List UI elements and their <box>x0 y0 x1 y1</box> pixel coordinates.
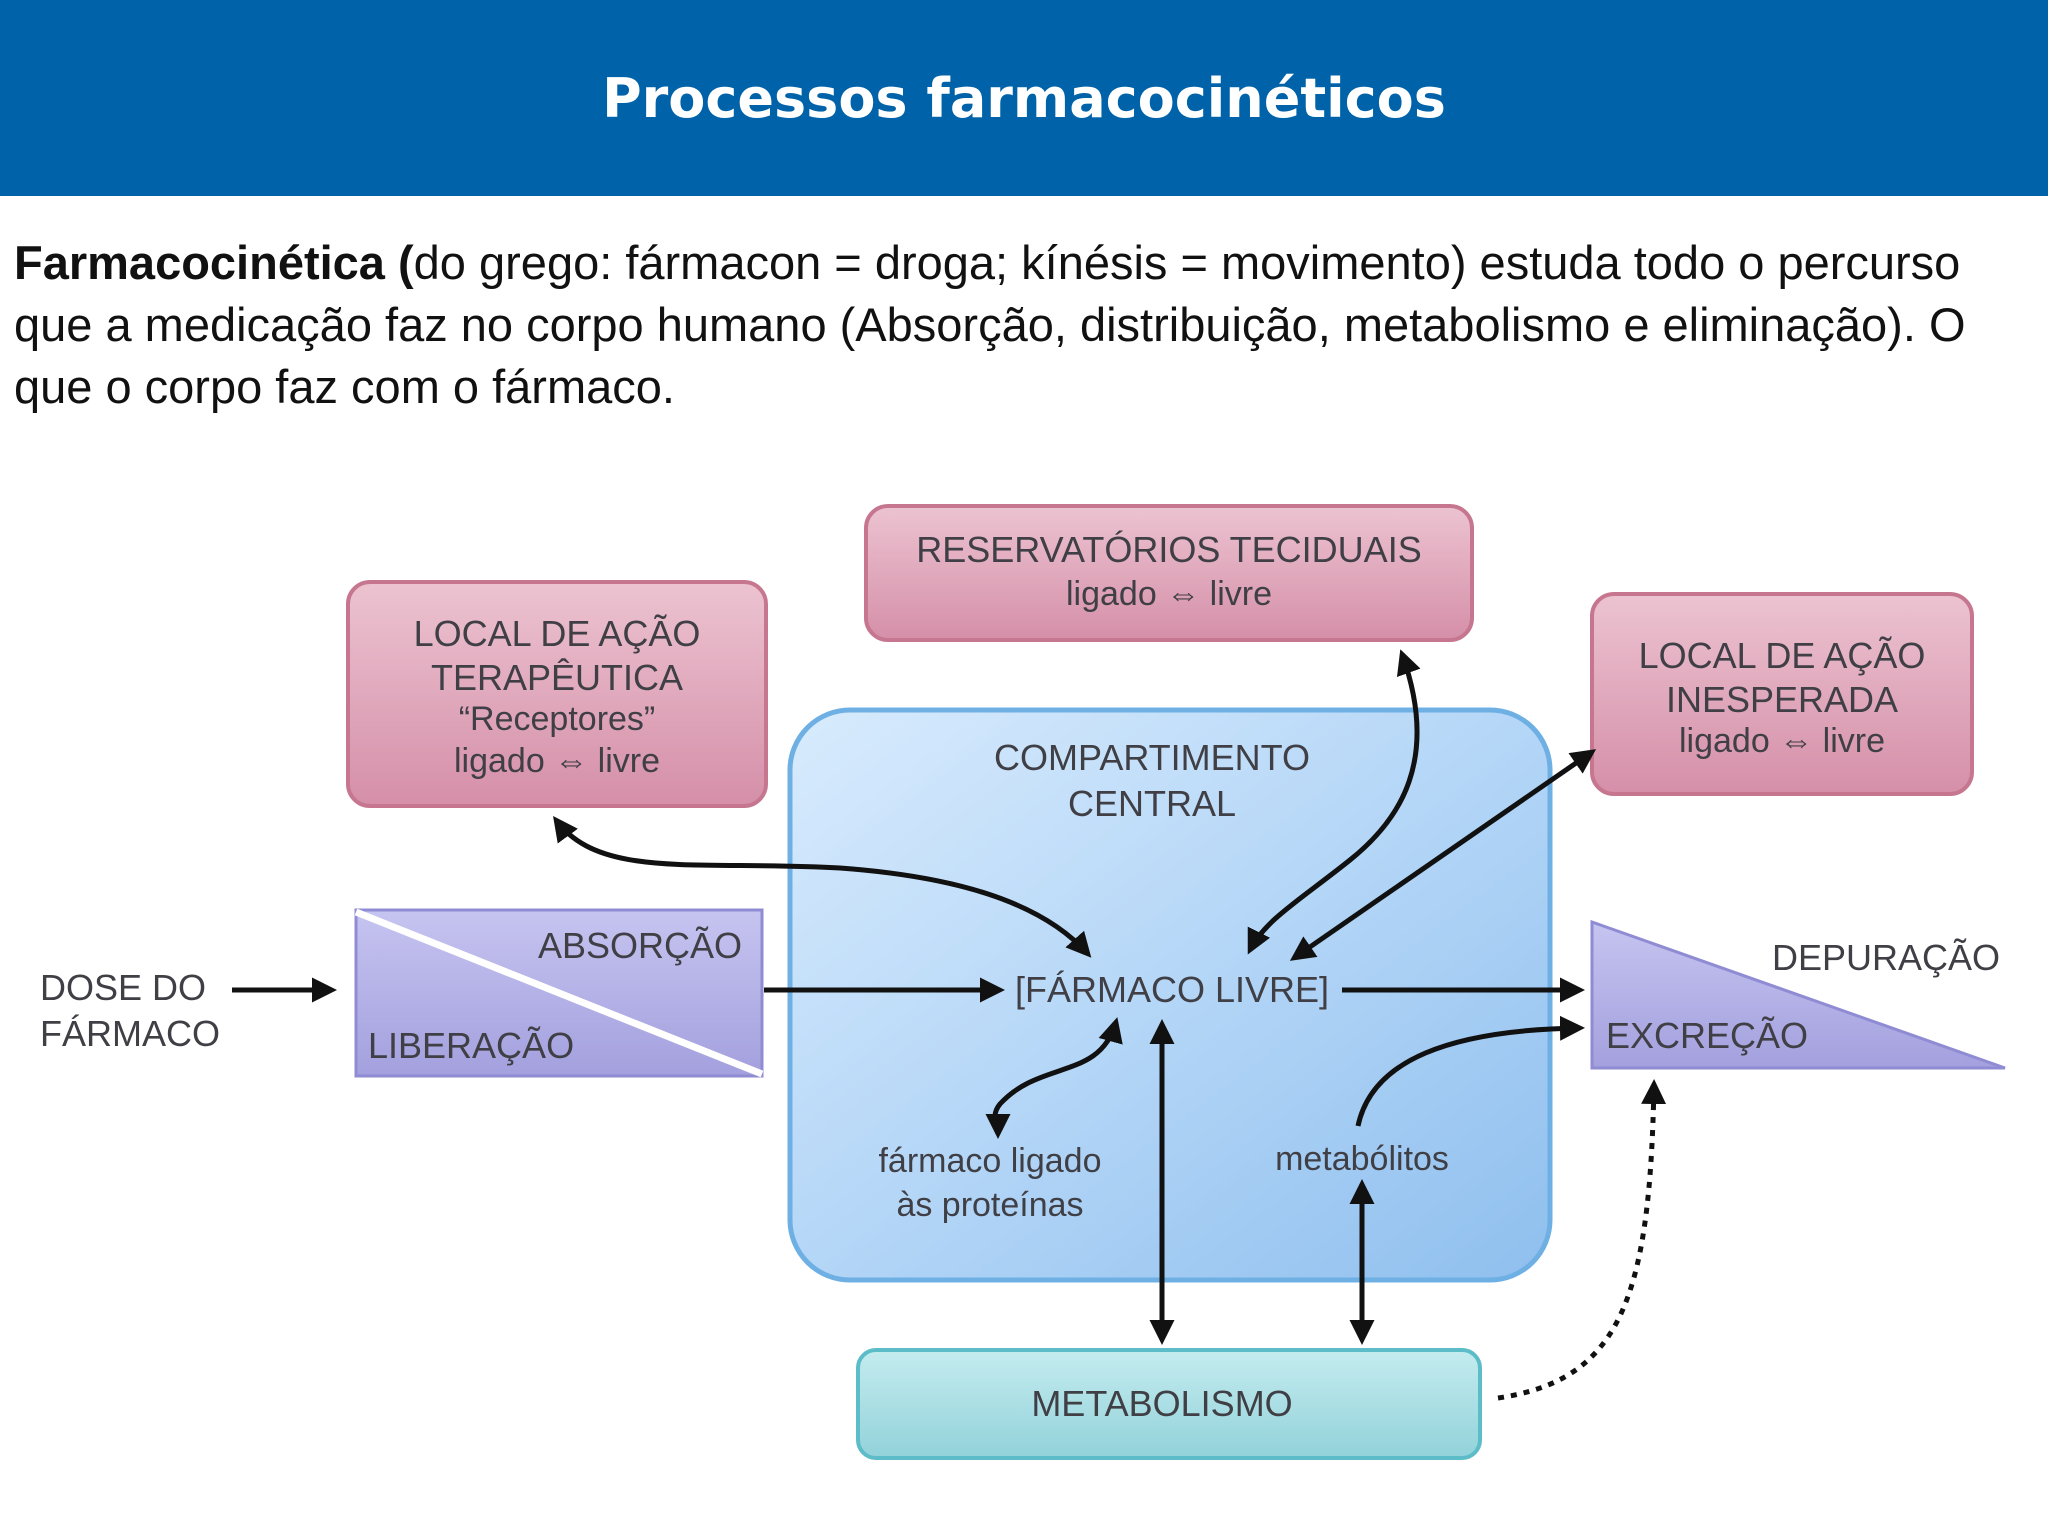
clearance-triangle <box>1590 919 2006 1070</box>
unexpected-site-box <box>1590 592 1974 796</box>
intro-open-paren: ( <box>384 236 414 289</box>
bound-drug-line1: fármaco ligado <box>878 1142 1101 1180</box>
therapeutic-site-equilibrium: ligado ⇔ livre <box>454 742 660 780</box>
central-compartment-line2: CENTRAL <box>1068 783 1236 824</box>
therapeutic-site-line2: TERAPÊUTICA <box>431 657 683 698</box>
therapeutic-site-arrow <box>553 815 1092 958</box>
free-drug-label: [FÁRMACO LIVRE] <box>1015 969 1329 1010</box>
dose-line2: FÁRMACO <box>40 1013 220 1054</box>
unexpected-site-line1: LOCAL DE AÇÃO <box>1639 635 1926 676</box>
metabolism-box <box>856 1348 1482 1460</box>
therapeutic-site-receptors: “Receptores” <box>459 700 656 738</box>
therapeutic-site-box <box>346 580 768 808</box>
intro-etymology: do grego: fármacon = droga; kínésis = mo… <box>413 236 1467 289</box>
metabolism-label: METABOLISMO <box>1031 1383 1292 1424</box>
reservoirs-box <box>864 504 1474 642</box>
reservoirs-title: RESERVATÓRIOS TECIDUAIS <box>916 529 1421 570</box>
unexpected-site-equilibrium: ligado ⇔ livre <box>1679 722 1885 760</box>
metabolites-label: metabólitos <box>1275 1140 1449 1178</box>
bound-drug-line2: às proteínas <box>896 1186 1083 1224</box>
reservoirs-equilibrium: ligado ⇔ livre <box>1066 575 1272 613</box>
protein-binding-arrow <box>985 1017 1123 1139</box>
metabolites-to-excretion-arrow <box>1355 1015 1585 1127</box>
clearance-label: DEPURAÇÃO <box>1772 937 2000 978</box>
unexpected-site-line2: INESPERADA <box>1666 679 1898 720</box>
unexpected-site-arrow <box>1289 749 1597 961</box>
intro-paragraph: Farmacocinética (do grego: fármacon = dr… <box>14 232 2034 418</box>
title-bar: Processos farmacocinéticos <box>0 0 2048 196</box>
central-compartment-line1: COMPARTIMENTO <box>994 737 1310 778</box>
liberation-label: LIBERAÇÃO <box>368 1025 574 1066</box>
slide-title: Processos farmacocinéticos <box>602 66 1446 130</box>
absorption-label: ABSORÇÃO <box>538 925 742 966</box>
absorption-liberation-divider <box>354 908 764 1078</box>
dose-line1: DOSE DO <box>40 967 206 1008</box>
intro-term: Farmacocinética <box>14 236 385 289</box>
intro-description: estuda todo o percurso que a medicação f… <box>14 236 1966 413</box>
therapeutic-site-line1: LOCAL DE AÇÃO <box>414 613 701 654</box>
excretion-label: EXCREÇÃO <box>1606 1015 1808 1056</box>
